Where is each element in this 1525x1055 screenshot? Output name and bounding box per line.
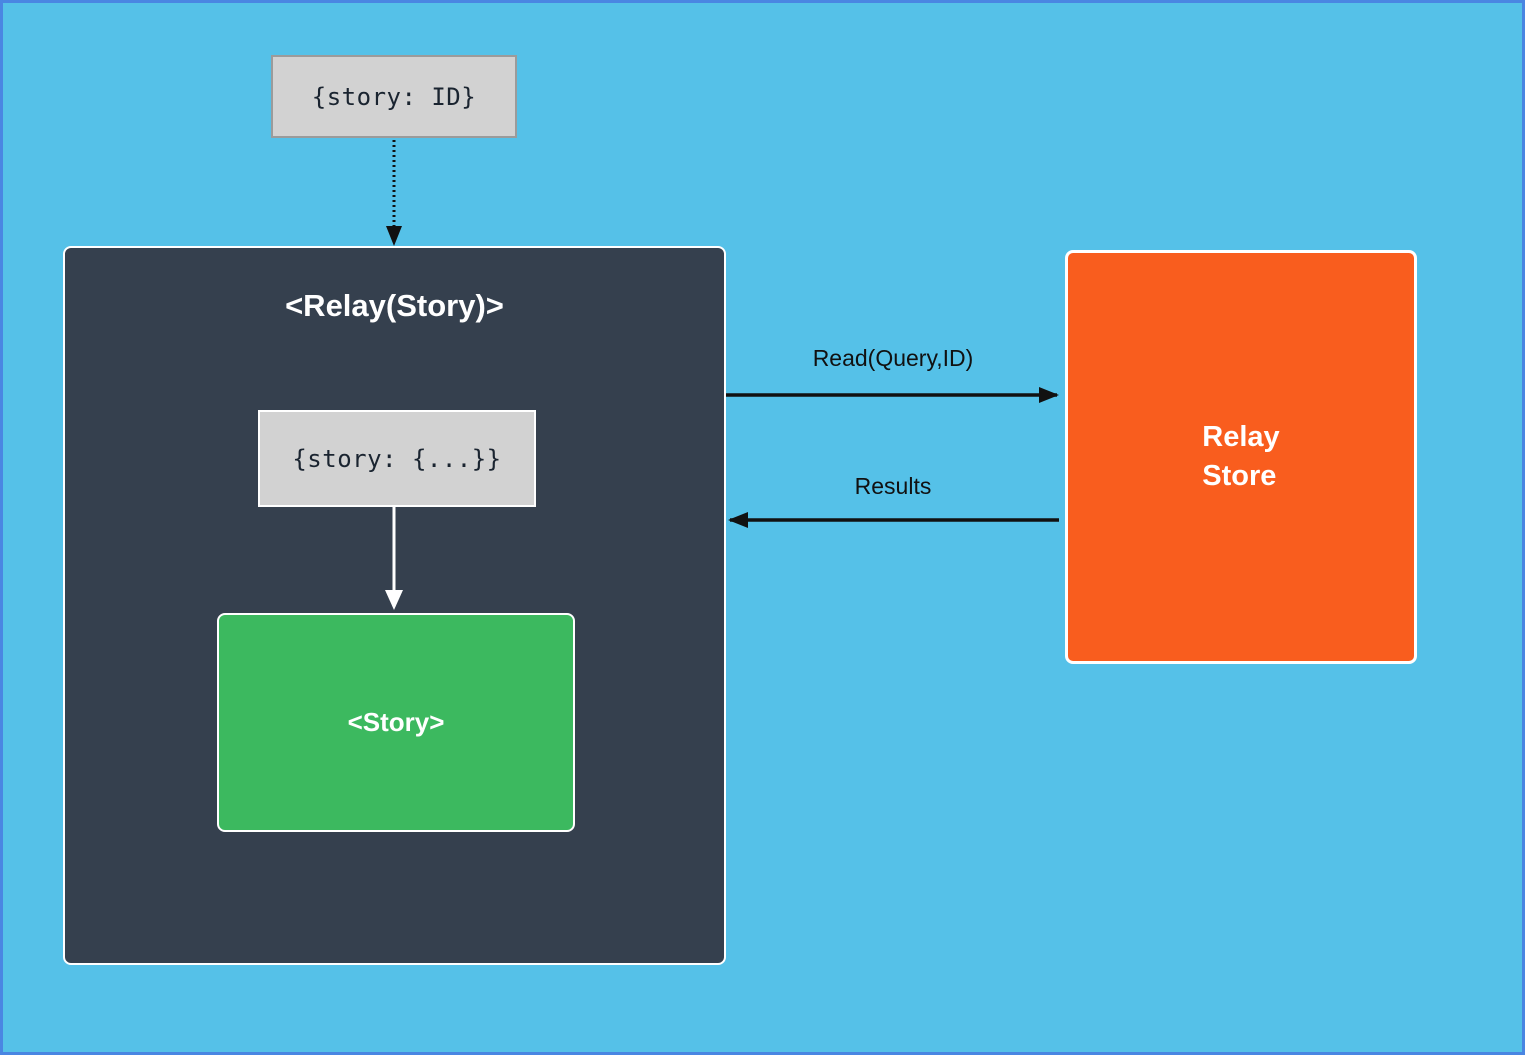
- relay-story-container: <Relay(Story)> {story: {...}} <Story>: [63, 246, 726, 965]
- story-component-label: <Story>: [347, 707, 445, 737]
- story-id-node: {story: ID}: [271, 55, 517, 138]
- relay-store-label-line2: Store: [1202, 460, 1277, 492]
- relay-story-title: <Relay(Story)>: [285, 288, 504, 323]
- relay-store-node: Relay Store: [1065, 250, 1417, 664]
- read-edge-label: Read(Query,ID): [812, 345, 974, 371]
- results-edge-label: Results: [854, 473, 932, 499]
- relay-store-label-line1: Relay: [1202, 420, 1280, 453]
- story-props-label: {story: {...}}: [292, 444, 502, 473]
- story-id-label: {story: ID}: [311, 82, 477, 111]
- story-component-node: <Story>: [217, 613, 575, 832]
- story-props-node: {story: {...}}: [258, 410, 536, 507]
- relay-store-label: Relay Store: [1202, 418, 1279, 496]
